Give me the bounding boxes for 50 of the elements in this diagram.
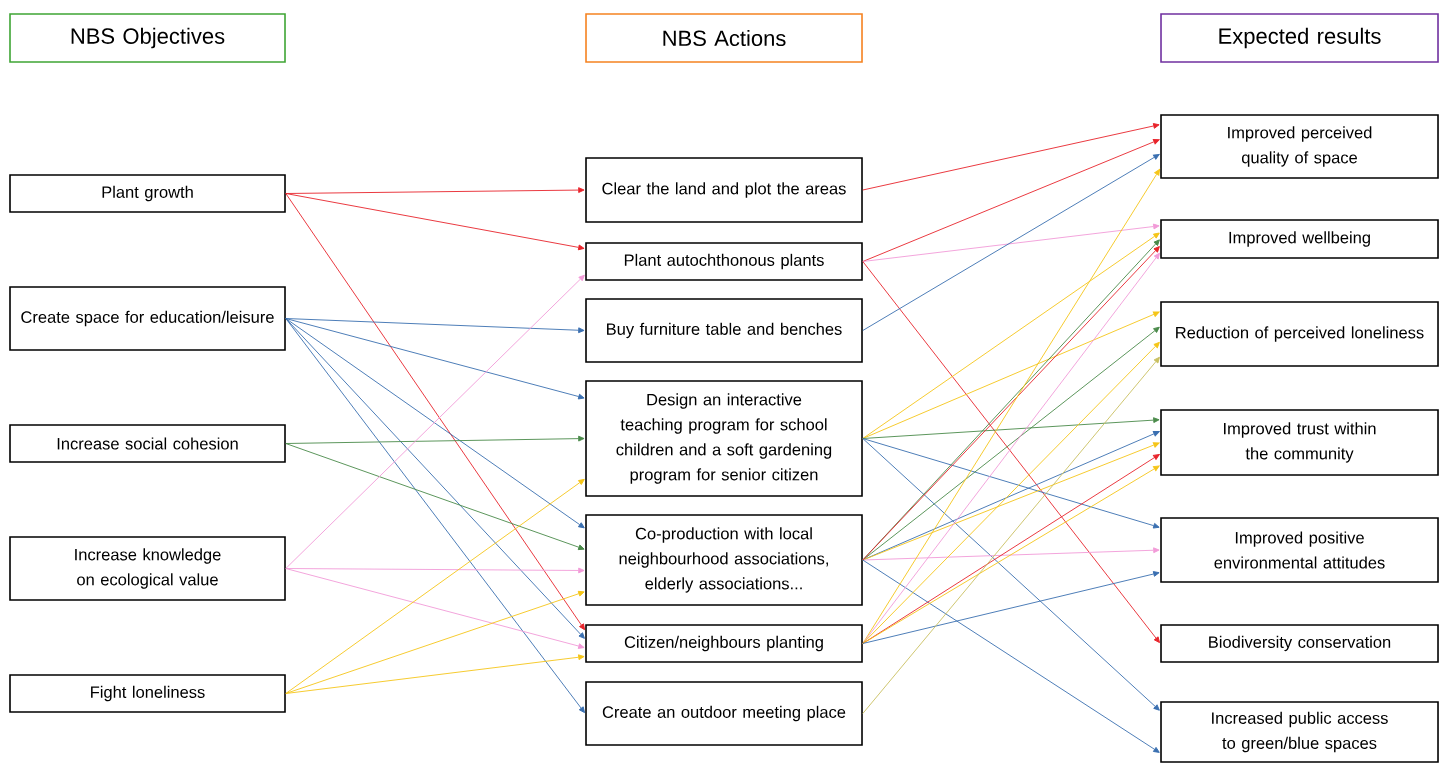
arrow	[285, 318, 585, 714]
text-box: Reduction of perceived loneliness	[1160, 301, 1439, 367]
text-box: Create an outdoor meeting place	[585, 681, 863, 746]
text-box: Increase social cohesion	[9, 424, 286, 463]
heading-box: NBS Objectives	[9, 13, 286, 63]
text-box: Increased public access to green/blue spaces	[1160, 701, 1439, 763]
text-box: Clear the land and plot the areas	[585, 157, 863, 223]
text-box: Plant growth	[9, 174, 286, 213]
arrow	[862, 559, 1160, 753]
arrow	[862, 311, 1160, 439]
text-box: Create space for education/leisure	[9, 286, 286, 351]
arrow	[285, 318, 585, 334]
arrow	[285, 567, 585, 574]
arrow	[285, 318, 585, 400]
arrow	[285, 654, 585, 694]
heading-box: NBS Actions	[585, 13, 863, 63]
text-box: Fight loneliness	[9, 674, 286, 713]
arrow	[862, 571, 1160, 644]
text-box: Improved positive environmental attitudes	[1160, 517, 1439, 583]
heading-box: Expected results	[1160, 13, 1439, 63]
arrow	[862, 417, 1160, 439]
arrow	[862, 153, 1160, 331]
arrow	[285, 443, 585, 551]
text-box: Improved wellbeing	[1160, 219, 1439, 259]
text-box: Citizen/neighbours planting	[585, 624, 863, 663]
arrow	[862, 139, 1160, 262]
arrow	[285, 274, 585, 569]
arrow	[285, 318, 585, 639]
arrow	[285, 435, 585, 444]
text-box: Buy furniture table and benches	[585, 298, 863, 363]
arrow	[862, 356, 1160, 714]
text-box: Co-production with local neighbourhood associations, elderly associations...	[585, 514, 863, 606]
arrow	[862, 438, 1160, 529]
arrow	[285, 590, 585, 694]
arrow	[285, 478, 585, 694]
arrow	[285, 193, 585, 631]
text-box: Plant autochthonous plants	[585, 242, 863, 281]
arrow	[285, 568, 585, 649]
text-box: Improved trust within the community	[1160, 409, 1439, 476]
text-box: Increase knowledge on ecological value	[9, 536, 286, 601]
text-box: Biodiversity conservation	[1160, 624, 1439, 663]
arrow	[862, 547, 1160, 561]
arrow	[862, 223, 1160, 262]
text-box: Improved perceived quality of space	[1160, 114, 1439, 179]
text-box: Design an interactive teaching program for school children and a soft gardening program for senior citizen	[585, 380, 863, 497]
arrow	[862, 438, 1160, 711]
arrow	[862, 123, 1160, 191]
arrow	[285, 193, 585, 251]
arrow	[862, 232, 1160, 439]
arrow	[862, 341, 1160, 644]
